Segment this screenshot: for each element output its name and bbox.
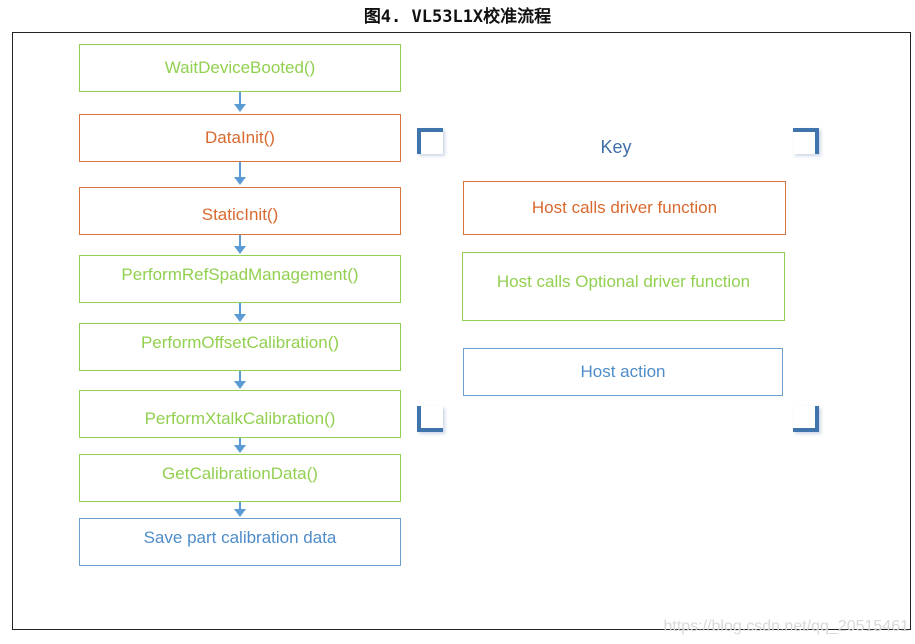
figure-frame — [12, 32, 911, 630]
flow-step-ref-spad: PerformRefSpadManagement() — [79, 255, 401, 303]
key-corner-top-left — [417, 128, 443, 154]
arrow — [234, 235, 246, 254]
arrow — [234, 438, 246, 453]
arrow — [234, 371, 246, 389]
arrow — [234, 92, 246, 112]
arrow — [234, 162, 246, 185]
flow-step-wait-device-booted: WaitDeviceBooted() — [79, 44, 401, 92]
figure-title: 图4. VL53L1X校准流程 — [363, 7, 552, 27]
flow-step-static-init: StaticInit() — [79, 187, 401, 235]
key-title: Key — [600, 137, 632, 157]
key-corner-top-right — [793, 128, 819, 154]
arrow — [234, 502, 246, 517]
key-required-function: Host calls driver function — [463, 181, 786, 235]
flow-step-xtalk-calibration: PerformXtalkCalibration() — [79, 390, 401, 438]
key-corner-bottom-right — [793, 406, 819, 432]
key-host-action: Host action — [463, 348, 783, 396]
flow-step-get-calibration-data: GetCalibrationData() — [79, 454, 401, 502]
watermark: https://blog.csdn.net/qq_20515461 — [663, 618, 909, 635]
key-corner-bottom-left — [417, 406, 443, 432]
arrow — [234, 303, 246, 322]
flow-step-offset-calibration: PerformOffsetCalibration() — [79, 323, 401, 371]
flow-step-data-init: DataInit() — [79, 114, 401, 162]
key-optional-function: Host calls Optional driver function — [462, 252, 785, 321]
flow-step-save-calibration: Save part calibration data — [79, 518, 401, 566]
